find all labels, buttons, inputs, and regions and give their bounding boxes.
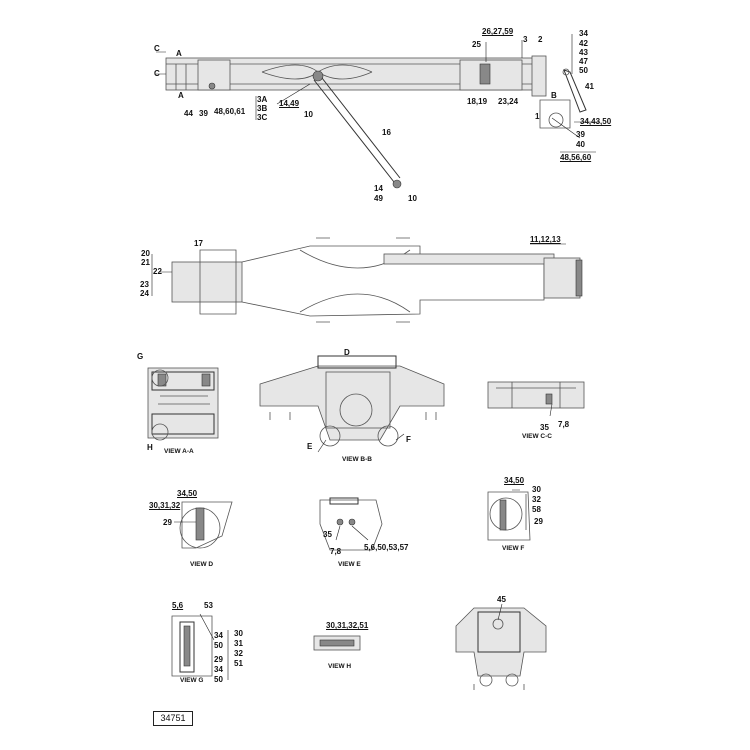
callout-24: 24 [140,289,149,298]
callout-a-top: A [176,49,182,58]
view-f-callout-32: 32 [532,495,541,504]
view-h-title: VIEW H [328,663,352,670]
view-b-b-title: VIEW B-B [342,456,372,463]
view-g-callout-31: 31 [234,639,243,648]
callout-f: F [406,435,411,444]
view-e-callout-5-6-50-53-57: 5,6,50,53,57 [364,543,409,552]
view-f [487,489,531,541]
callout-1: 1 [535,112,540,121]
frame-side-view [156,34,600,189]
callout-43: 43 [579,48,588,57]
callout-49: 49 [374,194,383,203]
callout-h: H [147,443,153,452]
view-h-callout-30-31-32-51: 30,31,32,51 [326,621,369,630]
callout-3: 3 [523,35,528,44]
callout-g: G [137,352,144,361]
view-d-callout-29: 29 [163,518,172,527]
callout-26-27-59: 26,27,59 [482,27,514,36]
view-f-callout-34-50: 34,50 [504,476,525,485]
callout-10-top: 10 [304,110,313,119]
figure-number: 34751 [153,711,193,726]
view-e [319,497,383,551]
callout-47: 47 [579,57,588,66]
front-end-view [455,603,547,690]
view-f-title: VIEW F [502,545,525,552]
view-d [174,501,233,549]
view-h [313,635,361,651]
view-g-title: VIEW G [180,677,204,684]
callout-a-bottom: A [178,91,184,100]
view-g-callout-30: 30 [234,629,243,638]
callout-25: 25 [472,40,481,49]
view-g-callout-34-b: 34 [214,665,223,674]
view-g-callout-5-6: 5,6 [172,601,184,610]
view-d-callout-34-50: 34,50 [177,489,198,498]
callout-44: 44 [184,109,193,118]
view-e-title: VIEW E [338,561,361,568]
frame-top-view [151,237,583,323]
callout-e: E [307,442,313,451]
callout-35: 35 [540,423,549,432]
view-g-callout-50: 50 [214,641,223,650]
callout-d: D [344,348,350,357]
callout-45: 45 [497,595,506,604]
view-g-callout-51: 51 [234,659,243,668]
callout-11-12-13: 11,12,13 [530,235,561,244]
callout-39-right: 39 [576,130,585,139]
view-a-a-title: VIEW A-A [164,448,194,455]
callout-39: 39 [199,109,208,118]
callout-18-19: 18,19 [467,97,488,106]
callout-20: 20 [141,249,150,258]
view-e-callout-35: 35 [323,530,332,539]
callout-2: 2 [538,35,543,44]
view-g-callout-32: 32 [234,649,243,658]
view-a-a [147,367,219,441]
callout-c-top: C [154,44,160,53]
callout-41: 41 [585,82,594,91]
callout-42: 42 [579,39,588,48]
callout-23-24: 23,24 [498,97,519,106]
callout-14: 14 [374,184,383,193]
callout-10-bottom: 10 [408,194,417,203]
view-c-c-title: VIEW C-C [522,433,552,440]
callout-b: B [551,91,557,100]
callout-3a: 3A [257,95,268,104]
callout-22: 22 [153,267,162,276]
callout-7-8: 7,8 [558,420,570,429]
callout-21: 21 [141,258,150,267]
view-g-callout-53: 53 [204,601,213,610]
callout-50-right: 50 [579,66,588,75]
callout-48-60-61: 48,60,61 [214,107,246,116]
view-e-callout-7-8: 7,8 [330,547,342,556]
callout-17: 17 [194,239,203,248]
view-f-callout-29: 29 [534,517,543,526]
callout-3c: 3C [257,113,268,122]
callout-48-56-60: 48,56,60 [560,153,592,162]
callout-3b: 3B [257,104,268,113]
callout-16: 16 [382,128,391,137]
callout-c-bottom: C [154,69,160,78]
view-b-b [259,355,445,453]
view-f-callout-58: 58 [532,505,541,514]
view-g-callout-34: 34 [214,631,223,640]
view-d-title: VIEW D [190,561,214,568]
view-g-callout-50-b: 50 [214,675,223,684]
view-d-callout-30-31-32: 30,31,32 [149,501,181,510]
callout-40: 40 [576,140,585,149]
view-g [171,613,229,680]
view-g-callout-29: 29 [214,655,223,664]
callout-14-49: 14,49 [279,99,300,108]
view-f-callout-30: 30 [532,485,541,494]
view-c-c [487,381,585,417]
callout-23: 23 [140,280,149,289]
callout-34-right: 34 [579,29,588,38]
callout-34-43-50: 34,43,50 [580,117,612,126]
